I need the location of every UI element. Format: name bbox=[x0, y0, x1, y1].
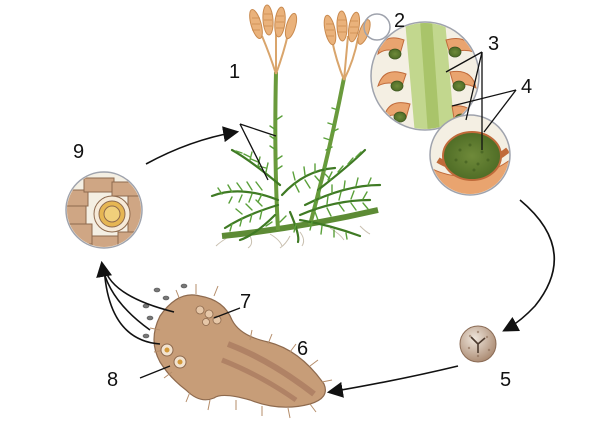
label-3: 3 bbox=[488, 34, 499, 54]
label-7: 7 bbox=[240, 292, 251, 312]
label-4: 4 bbox=[521, 77, 532, 97]
label-5: 5 bbox=[500, 370, 511, 390]
leader-8 bbox=[140, 366, 170, 378]
arrow-5-to-6 bbox=[330, 366, 458, 392]
sporophyte-plant bbox=[212, 5, 380, 248]
spore bbox=[460, 326, 496, 362]
arrow-8-to-9-b bbox=[104, 266, 174, 312]
label-6: 6 bbox=[297, 339, 308, 359]
label-9: 9 bbox=[73, 142, 84, 162]
embryo-detail bbox=[66, 172, 144, 250]
leafy-branches bbox=[212, 150, 380, 242]
strobili bbox=[247, 5, 373, 46]
label-2: 2 bbox=[394, 11, 405, 31]
label-8: 8 bbox=[107, 370, 118, 390]
arrow-4-to-5 bbox=[505, 200, 554, 330]
label-1: 1 bbox=[229, 62, 240, 82]
sporangium-detail bbox=[430, 115, 510, 200]
arrow-9-to-1 bbox=[146, 132, 236, 164]
